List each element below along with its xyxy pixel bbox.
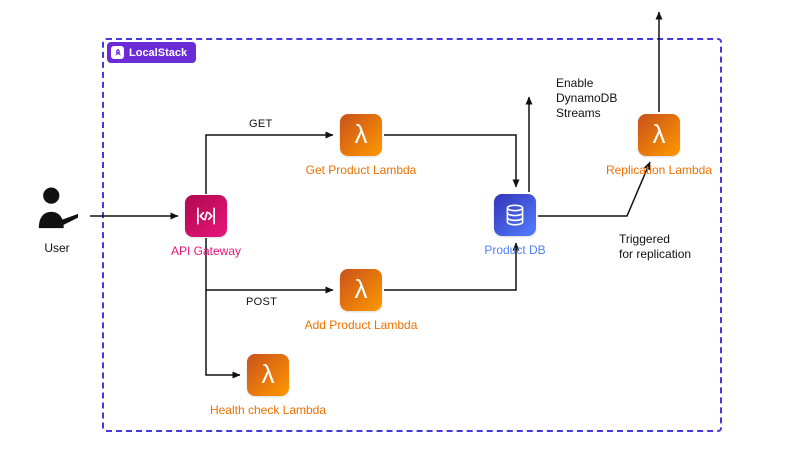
node-add-product-lambda: λ Add Product Lambda xyxy=(301,269,421,332)
lambda-icon: λ xyxy=(340,114,382,156)
replication-lambda-label: Replication Lambda xyxy=(605,163,713,177)
localstack-badge: LocalStack xyxy=(107,42,197,63)
health-check-lambda-label: Health check Lambda xyxy=(209,403,327,417)
node-product-db: Product DB xyxy=(455,194,575,257)
api-gateway-icon xyxy=(185,195,227,237)
api-gateway-label: API Gateway xyxy=(170,244,242,258)
edge-label-get: GET xyxy=(249,118,273,130)
annotation-enable-dynamodb-streams: Enable DynamoDB Streams xyxy=(556,76,618,120)
product-db-label: Product DB xyxy=(484,243,546,257)
get-product-lambda-label: Get Product Lambda xyxy=(305,163,417,177)
dynamodb-icon xyxy=(494,194,536,236)
node-health-check-lambda: λ Health check Lambda xyxy=(198,354,338,417)
node-user: User xyxy=(17,186,97,255)
annotation-triggered-for-replication: Triggered for replication xyxy=(619,232,692,261)
user-label: User xyxy=(44,241,70,255)
node-api-gateway: API Gateway xyxy=(146,195,266,258)
node-get-product-lambda: λ Get Product Lambda xyxy=(301,114,421,177)
rocket-icon xyxy=(111,46,124,59)
edge-label-post: POST xyxy=(246,296,278,308)
lambda-icon: λ xyxy=(247,354,289,396)
node-replication-lambda: λ Replication Lambda xyxy=(599,114,719,177)
user-icon xyxy=(35,186,79,234)
localstack-boundary xyxy=(102,38,722,432)
add-product-lambda-label: Add Product Lambda xyxy=(304,318,418,332)
lambda-icon: λ xyxy=(638,114,680,156)
lambda-icon: λ xyxy=(340,269,382,311)
localstack-label: LocalStack xyxy=(129,46,188,59)
